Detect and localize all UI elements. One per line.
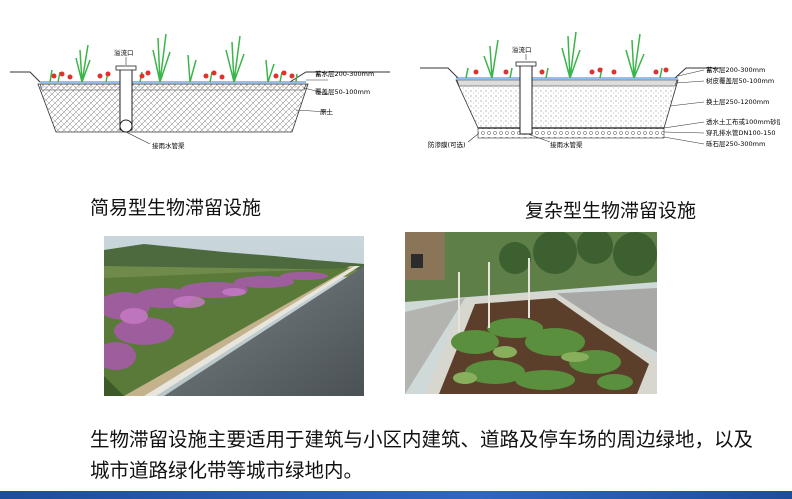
drain-pipe-label-left: 接雨水管渠 (152, 141, 185, 150)
native-soil-label: 原土 (320, 107, 334, 116)
mulch-layer-label-left: 覆盖层50-100mm (315, 87, 370, 96)
bottom-accent-bar (0, 491, 792, 499)
membrane-label: 防渗膜(可选) (428, 140, 466, 149)
caption-complex: 复杂型生物滞留设施 (525, 200, 697, 222)
bark-layer-label: 树皮覆盖层50-100mm (706, 76, 774, 85)
gravel-layer-label: 砾石层250-300mm (706, 140, 765, 148)
flowers-right (473, 67, 669, 75)
storage-layer-label-right: 蓄水层200-300mm (706, 65, 765, 74)
flowers-left (51, 70, 295, 80)
overflow-label-right: 溢流口 (512, 45, 532, 54)
drain-pipe-label-right: 接雨水管渠 (550, 140, 583, 149)
photo-roadside-bioretention (104, 236, 364, 396)
description-paragraph: 生物滞留设施主要适用于建筑与小区内建筑、道路及停车场的周边绿地，以及城市道路绿化… (90, 428, 754, 482)
storage-layer-label-left: 蓄水层200-300mm (315, 69, 374, 78)
perforated-pipe-label: 穿孔排水管DN100-150 (706, 128, 776, 137)
plants-right (465, 31, 663, 79)
overflow-riser-right (519, 63, 533, 135)
complex-bioretention-diagram: 溢流口 蓄水层200-300mm 树皮覆盖层50-100mm 换土层250-12… (420, 31, 780, 149)
gravel-layer (477, 127, 665, 139)
caption-simple: 简易型生物滞留设施 (90, 197, 262, 219)
plants-left (49, 33, 298, 83)
overflow-label-left: 溢流口 (114, 48, 134, 57)
soil-mix-layer-label: 换土层250-1200mm (706, 97, 769, 106)
geotextile-label: 透水土工布或100mm砂层 (706, 117, 780, 126)
mulch-layer (39, 83, 307, 91)
native-soil-layer (37, 83, 309, 133)
simple-bioretention-diagram: 溢流口 蓄水层200-300mm 覆盖层50-100mm 原土 接雨水管渠 (10, 33, 390, 150)
photo-street-bioretention (405, 232, 657, 394)
soil-mix-layer (455, 79, 679, 129)
